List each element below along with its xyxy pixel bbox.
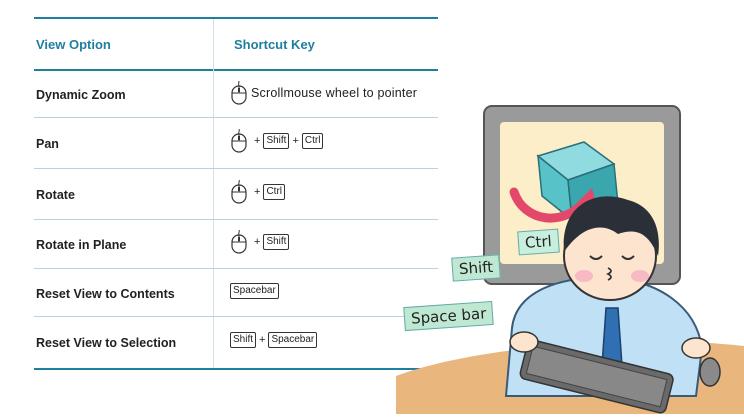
row-divider (34, 219, 438, 220)
scroll-wheel-text: Scrollmouse wheel to pointer (251, 86, 418, 100)
header-view-option: View Option (36, 37, 111, 52)
row-option-pan: Pan (36, 137, 59, 151)
row-divider (34, 117, 438, 118)
row-option-reset-view-selection: Reset View to Selection (36, 336, 177, 350)
key-ctrl: Ctrl (263, 184, 285, 200)
plus-sign: + (254, 236, 261, 248)
mouse-icon (231, 81, 247, 105)
illustration: Ctrl Shift Space bar (396, 96, 744, 414)
shift-key-tag: Shift (451, 254, 501, 282)
key-spacebar: Spacebar (268, 332, 318, 348)
row-divider (34, 168, 438, 169)
user-at-computer-illustration (396, 105, 744, 414)
row-divider (34, 316, 438, 317)
column-divider (213, 19, 214, 368)
plus-sign: + (254, 135, 261, 147)
row-shortcut-reset-view-selection: Shift + Spacebar (230, 332, 318, 348)
key-shift: Shift (263, 133, 290, 149)
row-option-rotate: Rotate (36, 188, 75, 202)
person-hair (563, 196, 659, 256)
key-spacebar: Spacebar (230, 283, 279, 299)
key-ctrl: Ctrl (301, 133, 324, 149)
row-shortcut-rotate: + Ctrl (230, 180, 285, 204)
row-shortcut-rotate-in-plane: + Shift (230, 230, 290, 254)
row-option-reset-view-contents: Reset View to Contents (36, 287, 175, 301)
key-shift: Shift (230, 332, 257, 348)
computer-mouse-icon (699, 357, 721, 387)
row-option-dynamic-zoom: Dynamic Zoom (36, 88, 126, 102)
mouse-icon (231, 129, 247, 153)
mouse-icon (231, 180, 247, 204)
key-shift: Shift (263, 234, 290, 250)
ctrl-key-tag: Ctrl (517, 228, 560, 256)
table-header-rule (34, 69, 438, 71)
row-shortcut-dynamic-zoom: Scrollmouse wheel to pointer (230, 81, 417, 105)
row-shortcut-reset-view-contents: Spacebar (230, 283, 279, 299)
plus-sign: + (292, 135, 299, 147)
mouse-icon (231, 230, 247, 254)
row-divider (34, 268, 438, 269)
row-shortcut-pan: + Shift + Ctrl (230, 129, 324, 153)
header-shortcut-key: Shortcut Key (234, 37, 315, 52)
table-top-rule (34, 17, 438, 19)
plus-sign: + (259, 334, 266, 346)
table-bottom-rule (34, 368, 438, 370)
keyboard-icon (519, 339, 674, 414)
row-option-rotate-in-plane: Rotate in Plane (36, 238, 127, 252)
plus-sign: + (254, 186, 261, 198)
